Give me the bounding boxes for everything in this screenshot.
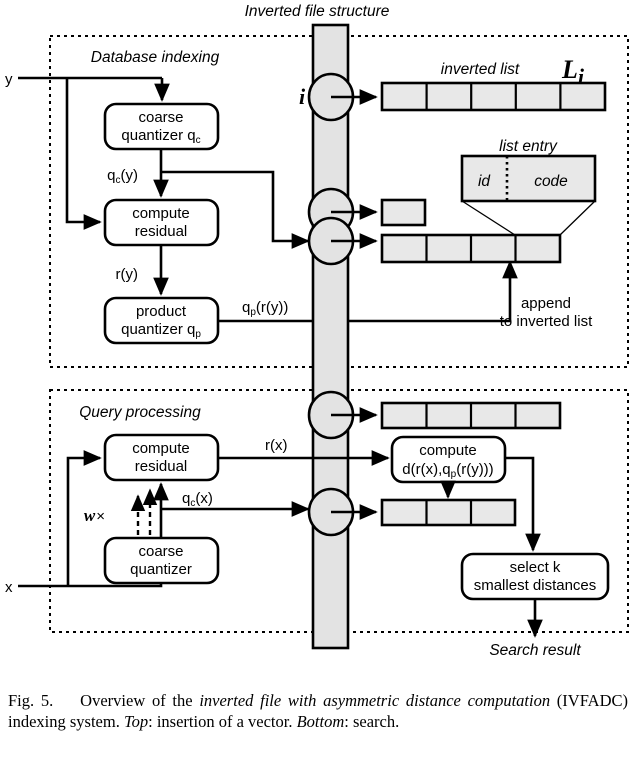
inverted-list-symbol: Li xyxy=(561,55,585,89)
list-entry-field-id: id xyxy=(478,173,491,190)
caption-text-4: : search. xyxy=(344,712,400,732)
append-note-line2: to inverted list xyxy=(500,313,593,330)
input-label-y: y xyxy=(5,71,13,88)
list-cell xyxy=(380,498,517,527)
wire-y-to-residual xyxy=(65,78,102,230)
caption-text-2: (IVFADC) indexing system. xyxy=(8,691,628,732)
append-note-line1: append xyxy=(521,295,571,312)
inverted-list-label: inverted list xyxy=(441,61,520,78)
caption-em-1: inverted file with asymmetric distance c… xyxy=(199,691,551,710)
box-select-k-line2: smallest distances xyxy=(474,577,597,594)
box-compute-residual-query-line2: residual xyxy=(135,458,188,475)
box-product-quantizer-line2: quantizer qp xyxy=(121,321,201,340)
wire-distance-to-select xyxy=(505,456,541,552)
inverted-file-column xyxy=(311,23,350,650)
box-compute-distance-line2: d(r(x),qp(r(y))) xyxy=(402,461,493,480)
box-compute-residual-query-line1: compute xyxy=(132,440,190,457)
edge-label-qp-ry: qp(r(y)) xyxy=(242,299,288,318)
caption-text-1: Overview of the xyxy=(80,691,200,710)
funnel-line-right xyxy=(559,200,596,236)
index-label-i: i xyxy=(299,84,306,109)
box-coarse-quantizer-indexing-line2: quantizer qc xyxy=(121,127,200,146)
panel-title-database-indexing: Database indexing xyxy=(91,49,220,66)
wire-x-to-residual xyxy=(66,450,102,586)
indexing-target-list-cells xyxy=(380,233,562,264)
box-coarse-quantizer-query-line1: coarse xyxy=(138,543,183,560)
query-mid-list-cells xyxy=(380,498,517,527)
list-entry-field-code: code xyxy=(534,173,568,190)
wire-qcy-to-inverted-file xyxy=(161,170,310,249)
edge-label-r-x: r(x) xyxy=(265,437,288,454)
input-label-x: x xyxy=(5,579,13,596)
ivfadc-diagram: Inverted file structure Database indexin… xyxy=(5,3,629,659)
box-compute-distance-line1: compute xyxy=(419,442,477,459)
inverted-list-cells xyxy=(380,81,607,112)
edge-label-r-y: r(y) xyxy=(116,266,139,283)
panel-title-query-processing: Query processing xyxy=(79,404,201,421)
list-single-cell xyxy=(380,198,427,227)
output-label-search-result: Search result xyxy=(489,642,581,659)
query-top-list-cells xyxy=(380,401,562,430)
caption-label: Fig. 5. xyxy=(8,691,54,710)
caption-em-2: Top xyxy=(123,712,149,732)
box-select-k-line1: select k xyxy=(510,559,561,576)
list-entry-box xyxy=(460,154,597,203)
edge-label-qc-y: qc(y) xyxy=(107,167,138,186)
figure-caption: Fig. 5. Overview of the inverted file wi… xyxy=(8,690,628,733)
list-cell xyxy=(380,81,607,112)
funnel-line-left xyxy=(461,200,516,236)
box-compute-residual-indexing-line1: compute xyxy=(132,205,190,222)
caption-text-3: : insertion of a vector. xyxy=(148,712,297,732)
box-coarse-quantizer-indexing-line1: coarse xyxy=(138,109,183,126)
box-compute-residual-indexing-line2: residual xyxy=(135,223,188,240)
figure-title: Inverted file structure xyxy=(245,3,390,20)
multiplicity-label: w× xyxy=(84,506,105,525)
box-coarse-quantizer-query-line2: quantizer xyxy=(130,561,192,578)
box-product-quantizer-line1: product xyxy=(136,303,187,320)
edge-label-qc-x: qc(x) xyxy=(182,490,213,509)
list-entry-label: list entry xyxy=(499,138,558,155)
caption-em-3: Bottom xyxy=(296,712,345,732)
